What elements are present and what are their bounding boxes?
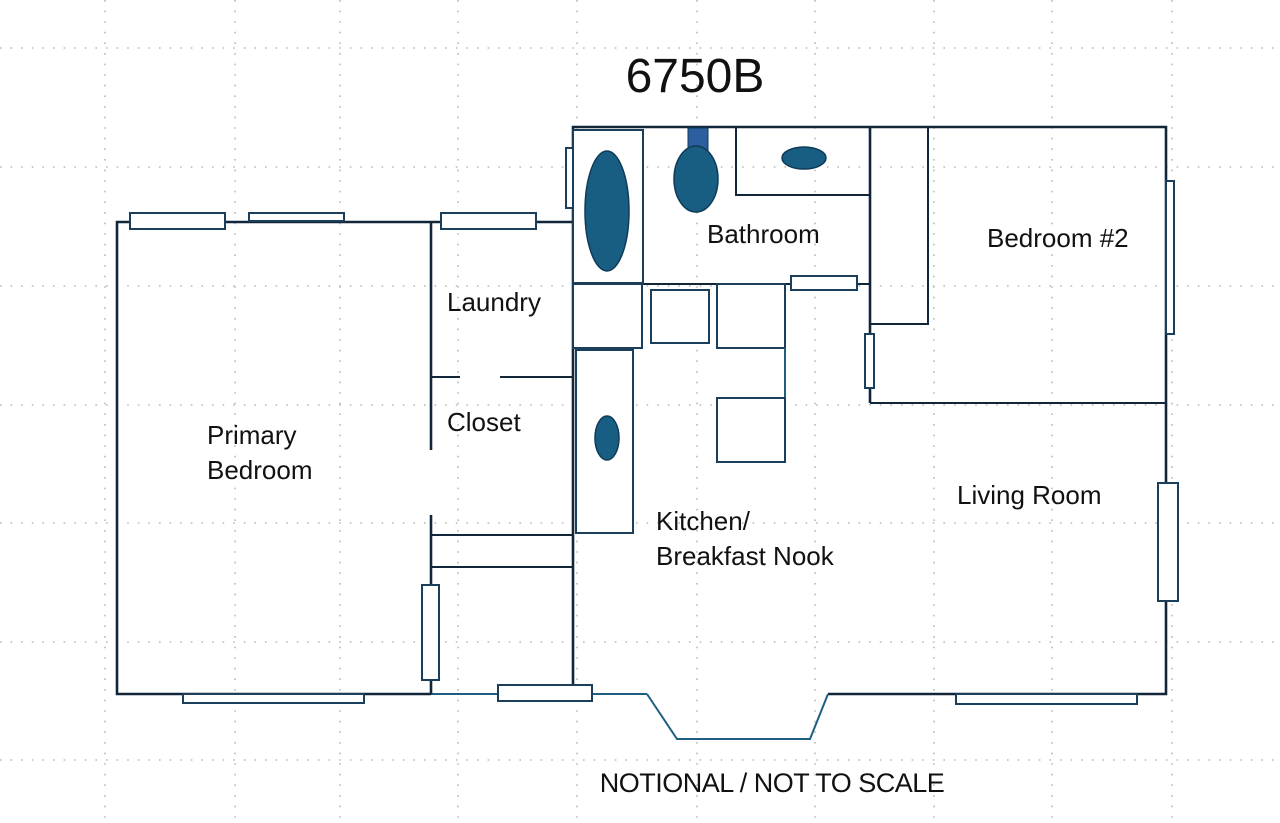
bathroom-sink-icon bbox=[781, 146, 827, 170]
fixtures bbox=[572, 127, 827, 461]
laundry-label: Laundry bbox=[447, 287, 541, 317]
living-room-label: Living Room bbox=[957, 480, 1102, 510]
window bbox=[182, 693, 365, 704]
counter bbox=[650, 289, 710, 344]
plan-title: 6750B bbox=[626, 50, 765, 103]
window bbox=[129, 212, 226, 230]
closet-label: Closet bbox=[447, 407, 521, 437]
window bbox=[421, 584, 440, 681]
windows bbox=[129, 147, 1179, 705]
window bbox=[248, 212, 345, 222]
window bbox=[955, 693, 1138, 705]
counter bbox=[716, 397, 786, 463]
toilet-icon bbox=[673, 145, 719, 213]
primary-bedroom-label-line2: Bedroom bbox=[207, 455, 313, 485]
kitchen-sink-icon bbox=[594, 415, 620, 461]
window bbox=[864, 333, 875, 389]
window bbox=[1165, 180, 1175, 335]
window bbox=[497, 684, 593, 702]
scale-note: NOTIONAL / NOT TO SCALE bbox=[600, 768, 945, 798]
kitchen-label-line2: Breakfast Nook bbox=[656, 541, 835, 571]
bathtub-icon bbox=[584, 150, 630, 272]
window bbox=[790, 275, 858, 291]
window bbox=[440, 212, 537, 230]
room-labels: Primary Bedroom Laundry Closet Bathroom … bbox=[207, 219, 1129, 571]
window bbox=[1157, 482, 1179, 602]
bathroom-label: Bathroom bbox=[707, 219, 820, 249]
bedroom-2-label: Bedroom #2 bbox=[987, 223, 1129, 253]
counter bbox=[716, 283, 786, 349]
primary-bedroom-label-line1: Primary bbox=[207, 420, 297, 450]
kitchen-label-line1: Kitchen/ bbox=[656, 506, 751, 536]
